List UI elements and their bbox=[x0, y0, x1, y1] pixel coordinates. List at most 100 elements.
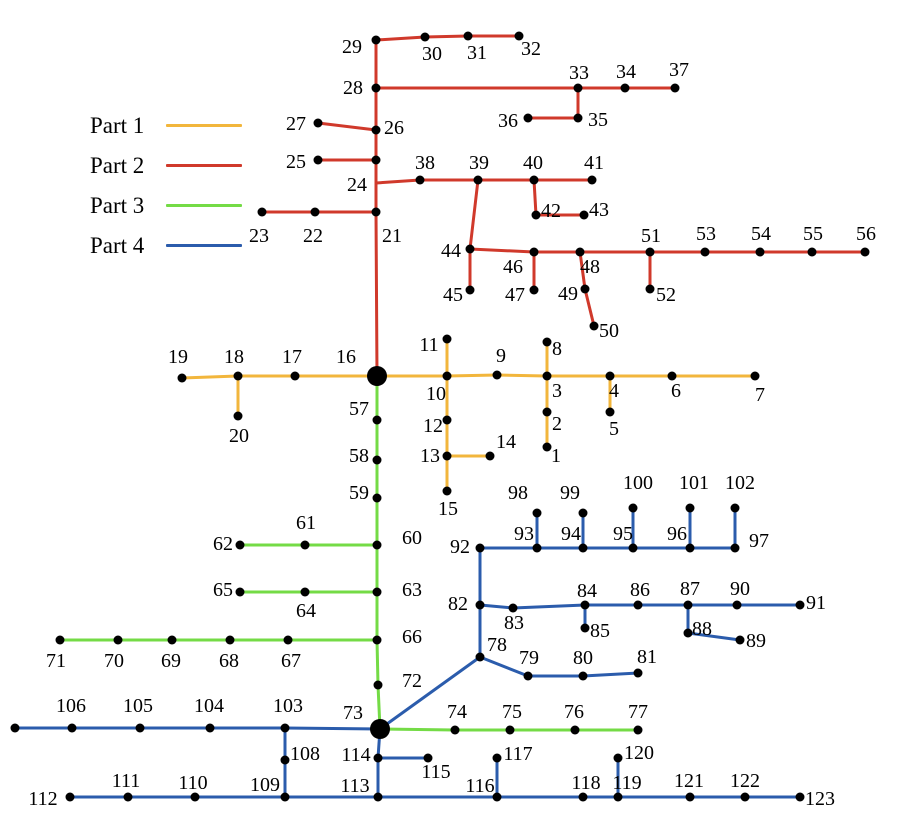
node-label-52: 52 bbox=[656, 284, 676, 306]
node-118 bbox=[578, 792, 588, 802]
node-48 bbox=[575, 247, 585, 257]
node-77 bbox=[633, 725, 643, 735]
node-label-82: 82 bbox=[448, 593, 468, 615]
node-label-4: 4 bbox=[609, 380, 619, 402]
node-label-111: 111 bbox=[112, 770, 141, 792]
node-label-116: 116 bbox=[465, 775, 494, 797]
node-41 bbox=[587, 175, 597, 185]
node-label-106: 106 bbox=[56, 695, 86, 717]
node-label-14: 14 bbox=[496, 431, 516, 453]
legend-row-part4: Part 4 bbox=[90, 232, 242, 259]
node-5 bbox=[605, 407, 615, 417]
node-70 bbox=[113, 635, 123, 645]
node-label-1: 1 bbox=[551, 445, 561, 467]
node-84 bbox=[580, 600, 590, 610]
node-42 bbox=[531, 210, 541, 220]
node-label-75: 75 bbox=[502, 701, 522, 723]
node-label-113: 113 bbox=[340, 775, 369, 797]
node-label-72: 72 bbox=[402, 670, 422, 692]
node-label-84: 84 bbox=[577, 580, 597, 602]
node-label-35: 35 bbox=[588, 109, 608, 131]
node-label-2: 2 bbox=[552, 413, 562, 435]
node-27 bbox=[313, 118, 323, 128]
edge-16-21 bbox=[374, 210, 379, 378]
node-8 bbox=[542, 337, 552, 347]
node-label-3: 3 bbox=[552, 380, 562, 402]
edge-73-78 bbox=[378, 655, 482, 731]
legend-label-part4: Part 4 bbox=[90, 232, 145, 258]
node-123 bbox=[795, 792, 805, 802]
edge-73-74 bbox=[378, 727, 457, 732]
node-label-39: 39 bbox=[469, 152, 489, 174]
node-26 bbox=[371, 125, 381, 135]
edge-78-79 bbox=[478, 655, 530, 678]
node-12 bbox=[442, 415, 452, 425]
node-67 bbox=[283, 635, 293, 645]
node-14 bbox=[485, 451, 495, 461]
node-112 bbox=[65, 792, 75, 802]
node-86 bbox=[633, 600, 643, 610]
node-65 bbox=[235, 587, 245, 597]
node-109 bbox=[280, 792, 290, 802]
node-71 bbox=[55, 635, 65, 645]
edge-66-72 bbox=[375, 638, 380, 687]
node-label-43: 43 bbox=[589, 199, 609, 221]
edge-80-81 bbox=[581, 671, 640, 678]
edge-9-3 bbox=[495, 373, 549, 378]
edge-83-84 bbox=[511, 603, 587, 610]
node-88 bbox=[683, 628, 693, 638]
node-25 bbox=[313, 155, 323, 165]
node-label-61: 61 bbox=[296, 512, 316, 534]
legend-label-part1: Part 1 bbox=[90, 112, 145, 138]
node-label-40: 40 bbox=[523, 152, 543, 174]
node-113 bbox=[373, 792, 383, 802]
node-1 bbox=[542, 442, 552, 452]
node-label-10: 10 bbox=[426, 383, 446, 405]
node-78 bbox=[475, 652, 485, 662]
node-22 bbox=[310, 207, 320, 217]
node-label-86: 86 bbox=[630, 579, 650, 601]
node-16 bbox=[367, 366, 387, 386]
edge-39-44 bbox=[468, 178, 480, 251]
node-label-100: 100 bbox=[623, 472, 653, 494]
node-label-16: 16 bbox=[336, 346, 356, 368]
node-108 bbox=[280, 755, 290, 765]
node-label-114: 114 bbox=[341, 744, 370, 766]
node-104 bbox=[205, 723, 215, 733]
node-label-103: 103 bbox=[273, 695, 303, 717]
node-106 bbox=[67, 723, 77, 733]
node-label-120: 120 bbox=[624, 742, 654, 764]
node-label-33: 33 bbox=[569, 62, 589, 84]
node-111 bbox=[123, 792, 133, 802]
node-44 bbox=[465, 244, 475, 254]
node-50 bbox=[589, 321, 599, 331]
edge-10-9 bbox=[445, 373, 499, 378]
edge-26-27 bbox=[316, 121, 378, 132]
node-label-78: 78 bbox=[487, 634, 507, 656]
node-11 bbox=[442, 334, 452, 344]
node-label-73: 73 bbox=[343, 702, 363, 724]
edge-88-89 bbox=[686, 631, 742, 642]
node-label-98: 98 bbox=[508, 482, 528, 504]
node-39 bbox=[473, 175, 483, 185]
legend-label-part2: Part 2 bbox=[90, 152, 145, 178]
node-37 bbox=[670, 83, 680, 93]
node-label-8: 8 bbox=[552, 338, 562, 360]
node-label-94: 94 bbox=[561, 523, 581, 545]
node-18 bbox=[233, 371, 243, 381]
node-label-76: 76 bbox=[564, 701, 584, 723]
node-40 bbox=[529, 175, 539, 185]
node-103 bbox=[280, 723, 290, 733]
node-53 bbox=[700, 247, 710, 257]
node-label-12: 12 bbox=[423, 415, 443, 437]
node-label-38: 38 bbox=[415, 152, 435, 174]
node-label-117: 117 bbox=[503, 743, 532, 765]
node-101 bbox=[685, 503, 695, 513]
node-97 bbox=[730, 543, 740, 553]
legend-line-part1-swatch bbox=[166, 124, 242, 127]
node-36 bbox=[523, 113, 533, 123]
node-label-29: 29 bbox=[342, 36, 362, 58]
node-24 bbox=[371, 155, 381, 165]
node-label-88: 88 bbox=[692, 618, 712, 640]
